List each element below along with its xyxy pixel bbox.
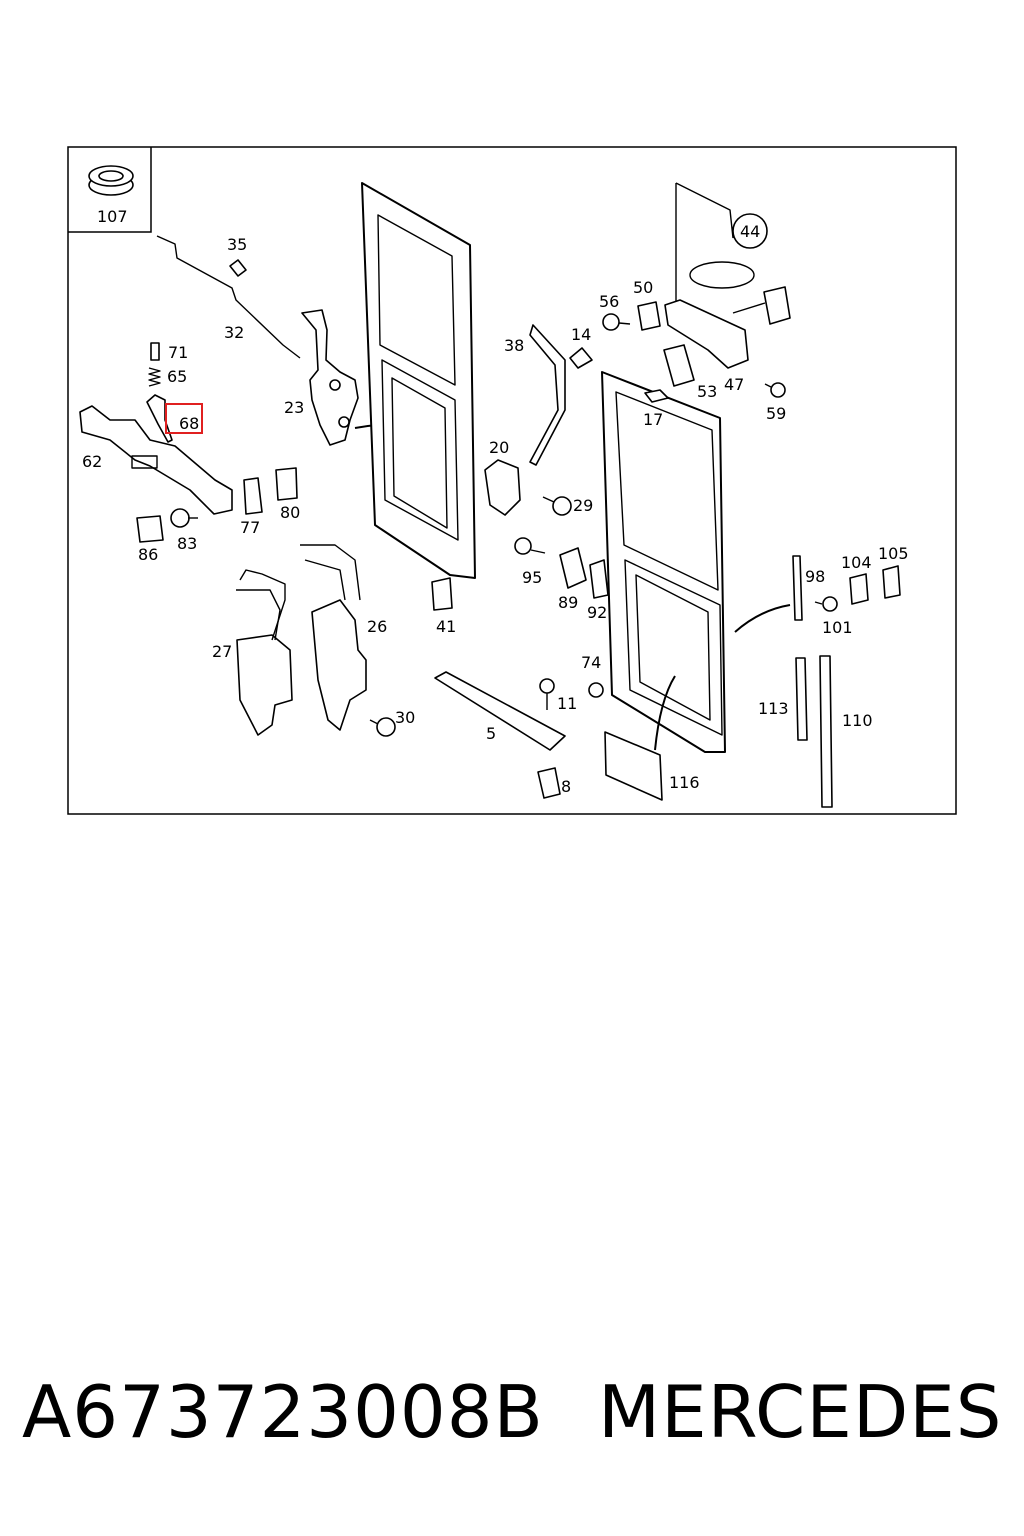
- plug-74: [588, 682, 604, 698]
- strip-98: [792, 555, 803, 621]
- brand-name: MERCEDES: [598, 1370, 1003, 1454]
- panel-116: [604, 731, 663, 801]
- callout-113: 113: [758, 699, 789, 718]
- callout-116: 116: [669, 773, 700, 792]
- callout-30: 30: [395, 708, 415, 727]
- part-17: [644, 389, 669, 403]
- callout-47: 47: [724, 375, 744, 394]
- strip-38: [529, 324, 566, 466]
- lever-62: [79, 405, 233, 515]
- callout-41: 41: [436, 617, 456, 636]
- callout-74: 74: [581, 653, 601, 672]
- callout-105: 105: [878, 544, 909, 563]
- spring-65: [148, 367, 161, 387]
- callout-circle-44: [732, 213, 768, 249]
- screw-95: [514, 537, 546, 555]
- parts-diagram: 107 35 32 71 65 68 62 23 86 83 77 80 27 …: [67, 146, 957, 815]
- plate-92: [589, 559, 609, 599]
- part-105: [882, 565, 901, 599]
- lock-23: [301, 309, 359, 446]
- key-44: [763, 286, 791, 325]
- callout-35: 35: [227, 235, 247, 254]
- callout-92: 92: [587, 603, 607, 622]
- door-right: [601, 371, 726, 753]
- callout-101: 101: [822, 618, 853, 637]
- ring-44: [689, 261, 755, 289]
- callout-44: 44: [740, 222, 760, 241]
- callout-53: 53: [697, 382, 717, 401]
- actuator-27: [236, 634, 293, 736]
- knob-86: [136, 515, 164, 543]
- callout-104: 104: [841, 553, 872, 572]
- callout-68-highlight: [165, 403, 203, 434]
- clip-8: [537, 767, 561, 799]
- callout-17: 17: [643, 410, 663, 429]
- part-14: [569, 347, 593, 369]
- screw-83: [170, 508, 198, 528]
- callout-59: 59: [766, 404, 786, 423]
- callout-23: 23: [284, 398, 304, 417]
- arrow-116: [654, 675, 676, 751]
- pin-71: [150, 342, 160, 361]
- screw-30: [369, 717, 396, 737]
- diagram-border: [67, 146, 957, 815]
- callout-65: 65: [167, 367, 187, 386]
- callout-110: 110: [842, 711, 873, 730]
- callout-83: 83: [177, 534, 197, 553]
- rod-32: [156, 235, 301, 359]
- callout-62: 62: [82, 452, 102, 471]
- bracket-89: [559, 547, 587, 589]
- bezel-50: [637, 301, 661, 331]
- callout-56: 56: [599, 292, 619, 311]
- lever-62-slot: [131, 455, 158, 469]
- callout-50: 50: [633, 278, 653, 297]
- callout-5: 5: [486, 724, 496, 743]
- callout-68: 68: [179, 414, 199, 433]
- callout-86: 86: [138, 545, 158, 564]
- part-104: [849, 573, 869, 605]
- strip-113: [795, 657, 808, 741]
- inset-box: [68, 147, 152, 233]
- grommet-107: [88, 165, 134, 196]
- screw-59: [764, 382, 786, 398]
- screw-56: [602, 313, 631, 331]
- bezel-53: [663, 344, 695, 387]
- hinge-41: [431, 577, 453, 611]
- part-number: A673723008B: [22, 1370, 544, 1454]
- callout-71: 71: [168, 343, 188, 362]
- callout-8: 8: [561, 777, 571, 796]
- callout-95: 95: [522, 568, 542, 587]
- callout-107: 107: [97, 207, 128, 226]
- bracket-68: [146, 394, 173, 443]
- callout-26: 26: [367, 617, 387, 636]
- screw-101: [814, 596, 838, 612]
- callout-27: 27: [212, 642, 232, 661]
- arrow-98: [734, 604, 791, 633]
- callout-80: 80: [280, 503, 300, 522]
- callout-89: 89: [558, 593, 578, 612]
- clip-80: [275, 467, 298, 501]
- strip-110: [819, 655, 833, 808]
- callout-98: 98: [805, 567, 825, 586]
- striker-20: [484, 459, 521, 516]
- callout-32: 32: [224, 323, 244, 342]
- handle-50: [664, 299, 749, 369]
- callout-77: 77: [240, 518, 260, 537]
- callout-20: 20: [489, 438, 509, 457]
- actuator-26: [311, 599, 367, 731]
- callout-14: 14: [571, 325, 591, 344]
- clip-35: [229, 259, 247, 277]
- caption-bar: A673723008B MERCEDES: [0, 1370, 1024, 1480]
- rail-5: [434, 671, 566, 751]
- callout-29: 29: [573, 496, 593, 515]
- screw-29: [542, 496, 572, 516]
- screw-11: [539, 678, 555, 710]
- callout-38: 38: [504, 336, 524, 355]
- clip-77: [243, 477, 263, 515]
- callout-11: 11: [557, 694, 577, 713]
